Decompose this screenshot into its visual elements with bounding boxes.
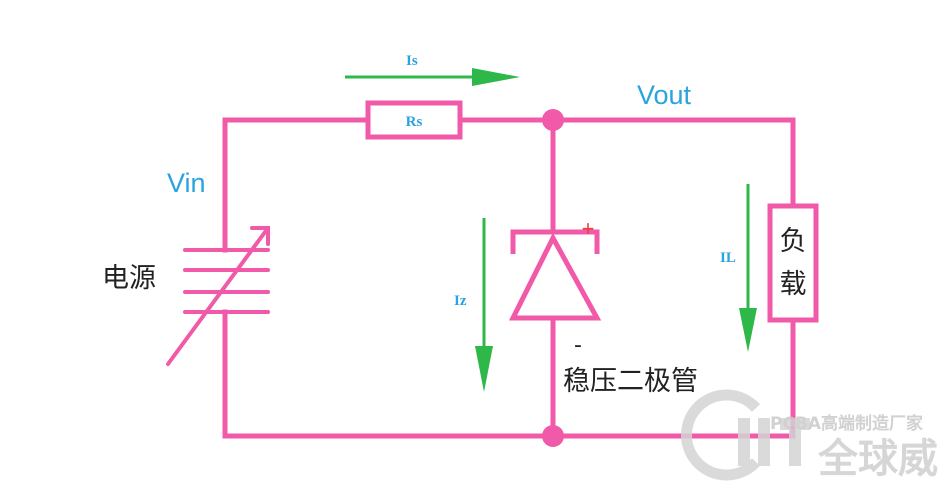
variable-power-source <box>166 226 270 366</box>
circuit-wires <box>222 117 796 439</box>
vout-label: Vout <box>637 80 692 110</box>
iz-current-arrow <box>475 218 493 392</box>
zener-minus-label: - <box>574 333 582 358</box>
iz-current-label: Iz <box>454 293 467 309</box>
junction-bottom <box>542 425 564 447</box>
il-current-arrow <box>739 184 757 352</box>
watermark-brand: 全球威 <box>817 436 938 482</box>
rs-label: Rs <box>406 114 423 130</box>
vin-label: Vin <box>167 168 206 198</box>
load-box <box>767 203 819 323</box>
watermark: PCBA高端制造厂家 全球威 <box>681 389 938 482</box>
is-current-arrow <box>345 68 520 86</box>
load-label-line2: 载 <box>780 269 807 300</box>
junction-top <box>542 109 564 131</box>
il-current-label: IL <box>720 250 736 266</box>
power-source-label: 电源 <box>102 263 156 294</box>
zener-plus-label: + <box>582 216 595 241</box>
watermark-tagline: PCBA高端制造厂家 <box>770 413 923 434</box>
watermark-logo-icon <box>681 389 761 481</box>
is-current-label: Is <box>406 53 418 69</box>
zener-diode-label: 稳压二极管 <box>563 366 698 397</box>
zener-diode <box>508 229 602 321</box>
rs-resistor <box>365 100 463 140</box>
load-label-line1: 负 <box>780 226 807 257</box>
